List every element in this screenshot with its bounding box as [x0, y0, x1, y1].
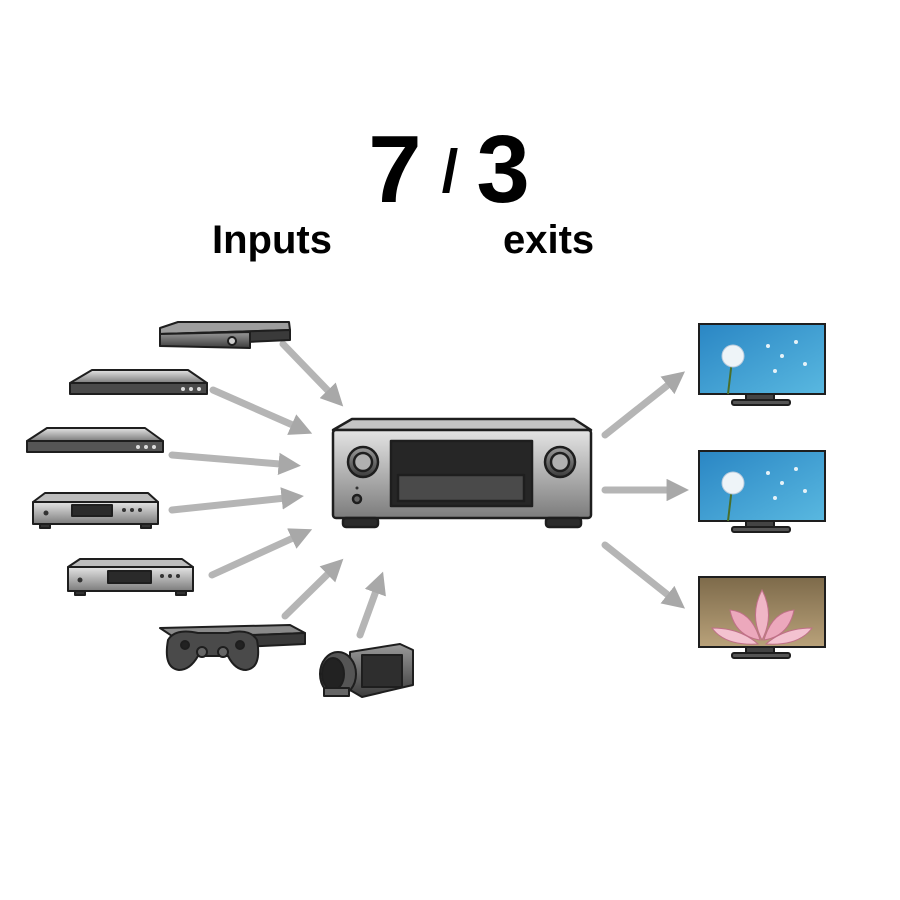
headline: 7 / 3: [0, 115, 900, 225]
tuner-icon: [67, 558, 194, 596]
outputs-label: exits: [503, 218, 595, 262]
output-arrows: [601, 371, 689, 609]
set-top-box-icon: [159, 321, 291, 349]
tv-dandelion-icon: [698, 323, 826, 406]
arrow-input-5: [208, 528, 313, 579]
arrow-output-3: [601, 541, 686, 609]
count-separator: /: [441, 138, 459, 205]
arrow-input-1: [279, 340, 344, 407]
arrow-input-6: [281, 558, 344, 620]
dvd-player-icon: [69, 369, 208, 395]
camcorder-icon: [319, 643, 414, 698]
arrow-output-1: [601, 371, 686, 439]
outputs-count: 3: [476, 116, 532, 223]
arrow-input-7: [356, 571, 386, 639]
inputs-count: 7: [368, 116, 424, 223]
arrow-input-2: [209, 386, 313, 435]
tv-dandelion-icon: [698, 450, 826, 533]
arrow-input-4: [168, 487, 304, 514]
av-receiver-icon: [331, 417, 593, 529]
tv-lotus-icon: [698, 576, 826, 659]
game-console-icon: [159, 624, 306, 671]
arrow-input-3: [168, 451, 301, 476]
blu-ray-player-icon: [26, 427, 164, 453]
cd-player-icon: [32, 492, 159, 529]
input-arrows: [168, 340, 386, 639]
inputs-label: Inputs: [212, 218, 332, 262]
